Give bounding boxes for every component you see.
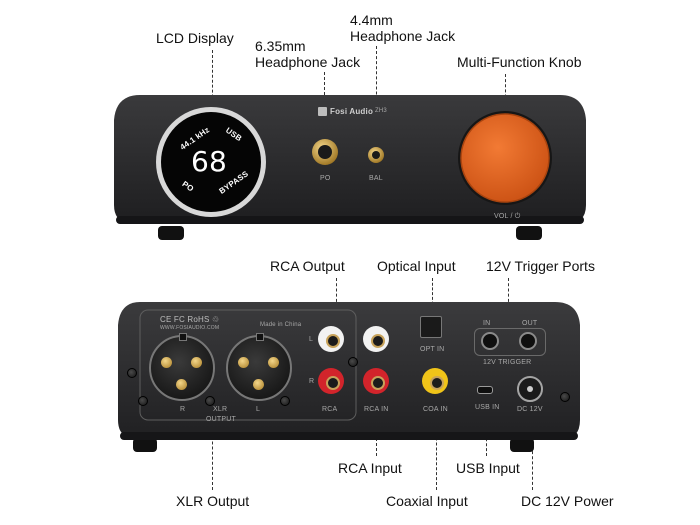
dc-label: DC 12V xyxy=(517,406,543,413)
opt-in-label: OPT IN xyxy=(420,346,445,353)
rca-output-left[interactable] xyxy=(318,326,344,352)
rca-out-label: RCA xyxy=(322,406,338,413)
trigger-in-port[interactable] xyxy=(481,332,499,350)
callout-635-headphone-line2: Headphone Jack xyxy=(255,54,361,70)
coaxial-input[interactable] xyxy=(422,368,448,394)
usb-input[interactable] xyxy=(477,386,493,394)
screw xyxy=(560,392,570,402)
website: WWW.FOSIAUDIO.COM xyxy=(160,325,220,331)
front-panel-body xyxy=(114,95,586,240)
trigger-box xyxy=(474,328,546,356)
rca-out-l-label: L xyxy=(309,336,314,343)
leader-opt-in xyxy=(432,278,433,314)
jack-bal-label: BAL xyxy=(369,175,383,182)
lcd-volume: 68 xyxy=(191,145,228,178)
callout-lcd-display: LCD Display xyxy=(156,30,234,46)
rca-in-label: RCA IN xyxy=(364,406,389,413)
screw xyxy=(348,357,358,367)
xlr-label-l: L xyxy=(256,406,261,413)
callout-xlr-output: XLR Output xyxy=(176,493,250,509)
callout-rca-input: RCA Input xyxy=(338,460,402,476)
callout-optical-input: Optical Input xyxy=(377,258,456,274)
knob-label: VOL / ⏻ xyxy=(494,213,521,220)
callout-44-headphone-line1: 4.4mm xyxy=(350,12,393,28)
output-label: OUTPUT xyxy=(206,416,236,423)
xlr-output-left[interactable] xyxy=(226,333,292,401)
made-in: Made in China xyxy=(260,322,302,328)
xlr-label-xlr: XLR xyxy=(213,406,228,413)
rca-input-right[interactable] xyxy=(363,368,389,394)
callout-coaxial-input: Coaxial Input xyxy=(386,493,468,509)
trigger-out-port[interactable] xyxy=(519,332,537,350)
trigger-in-label: IN xyxy=(483,320,491,327)
front-panel: Fosi Audio ZH3 68 44.1 kHz USB PO BYPASS… xyxy=(0,0,700,260)
screw xyxy=(280,396,290,406)
screw xyxy=(127,368,137,378)
leader-coax xyxy=(436,398,437,490)
rca-output-right[interactable] xyxy=(318,368,344,394)
jack-po-label: PO xyxy=(320,175,331,182)
callout-635-headphone-line1: 6.35mm xyxy=(255,38,306,54)
certifications: CE FC RoHS ♲ xyxy=(160,315,220,324)
callout-multi-function-knob: Multi-Function Knob xyxy=(457,54,582,70)
usb-in-label: USB IN xyxy=(475,404,500,411)
trigger-out-label: OUT xyxy=(522,320,538,327)
xlr-label-r: R xyxy=(180,406,186,413)
leader-44 xyxy=(376,46,377,140)
callout-dc-power: DC 12V Power xyxy=(521,493,614,509)
rca-out-r-label: R xyxy=(309,378,315,385)
model-text: ZH3 xyxy=(375,108,387,114)
trigger-label: 12V TRIGGER xyxy=(483,359,532,366)
coa-in-label: COA IN xyxy=(423,406,448,413)
optical-input[interactable] xyxy=(420,316,442,338)
callout-usb-input: USB Input xyxy=(456,460,520,476)
callout-rca-output: RCA Output xyxy=(270,258,345,274)
brand-text: Fosi Audio xyxy=(330,107,374,116)
xlr-output-right[interactable] xyxy=(149,333,215,401)
dc-power-pin xyxy=(527,386,533,392)
callout-trigger-ports: 12V Trigger Ports xyxy=(486,258,595,274)
screw xyxy=(138,396,148,406)
screw xyxy=(205,396,215,406)
callout-44-headphone-line2: Headphone Jack xyxy=(350,28,456,44)
rca-input-left[interactable] xyxy=(363,326,389,352)
leader-xlr xyxy=(212,406,213,490)
